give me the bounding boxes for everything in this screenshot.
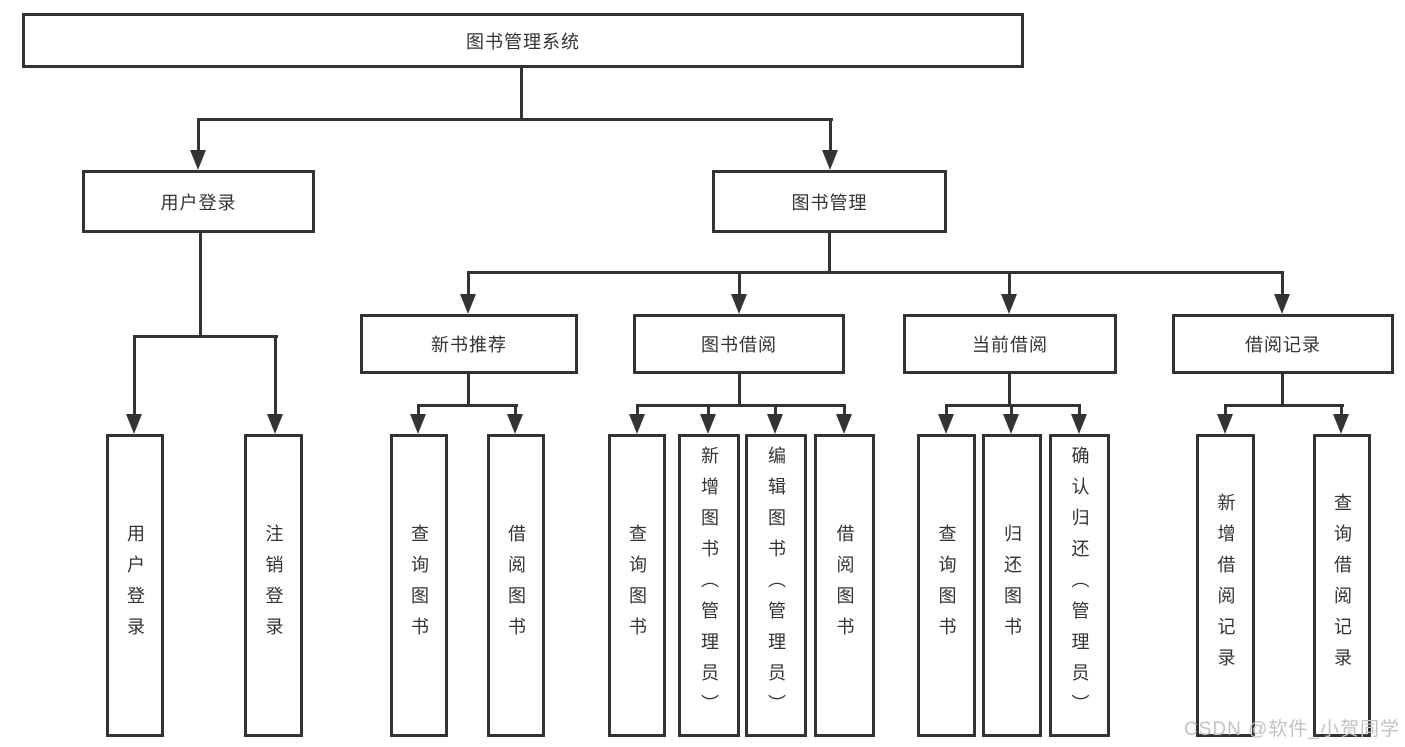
node-book-management-system: 图书管理系统 [22, 13, 1024, 68]
connector-vline [274, 335, 277, 416]
connector-hline [945, 404, 1081, 407]
arrowhead-down-icon [700, 414, 716, 434]
leaf-borrowing-query-books: 查询图书 [608, 434, 666, 737]
leaf-newbook-borrow-books: 借阅图书 [487, 434, 545, 737]
leaf-label: 归还图书 [1002, 523, 1022, 648]
leaf-newbook-query-books: 查询图书 [390, 434, 448, 737]
connector-vline [707, 404, 710, 417]
connector-vline [738, 374, 741, 407]
connector-vline [1340, 404, 1343, 417]
connector-vline [1008, 374, 1011, 407]
connector-hline [636, 404, 846, 407]
node-new-book-recommend: 新书推荐 [360, 314, 578, 374]
node-current-borrowing: 当前借阅 [903, 314, 1117, 374]
arrowhead-down-icon [1217, 414, 1233, 434]
leaf-add-borrow-record: 新增借阅记录 [1196, 434, 1255, 737]
connector-vline [1010, 404, 1013, 417]
connector-hline [133, 335, 278, 338]
connector-hline [467, 271, 1284, 274]
connector-vline [514, 404, 517, 417]
leaf-label: 新增借阅记录 [1215, 492, 1236, 679]
arrowhead-down-icon [1001, 294, 1017, 314]
leaf-add-books-admin: 新增图书（管理员） [678, 434, 740, 737]
node-label: 借阅记录 [1245, 335, 1321, 355]
node-book-borrowing: 图书借阅 [633, 314, 845, 374]
leaf-label: 新增图书（管理员） [699, 446, 719, 725]
connector-vline [774, 404, 777, 417]
leaf-user-login: 用户登录 [106, 434, 164, 737]
connector-vline [1224, 404, 1227, 417]
node-user-login: 用户登录 [82, 170, 315, 233]
leaf-label: 编辑图书（管理员） [766, 446, 786, 725]
node-label: 新书推荐 [431, 335, 507, 355]
leaf-query-borrow-record: 查询借阅记录 [1313, 434, 1371, 737]
connector-vline [199, 233, 202, 337]
leaf-label: 注销登录 [263, 523, 284, 648]
arrowhead-down-icon [836, 414, 852, 434]
arrowhead-down-icon [1003, 414, 1019, 434]
leaf-return-books: 归还图书 [982, 434, 1042, 737]
arrowhead-down-icon [1071, 414, 1087, 434]
leaf-edit-books-admin: 编辑图书（管理员） [745, 434, 807, 737]
leaf-label: 借阅图书 [834, 523, 855, 648]
leaf-logout: 注销登录 [244, 434, 303, 737]
leaf-borrowing-borrow-books: 借阅图书 [814, 434, 875, 737]
leaf-current-query-books: 查询图书 [917, 434, 976, 737]
connector-vline [467, 271, 470, 297]
connector-vline [1281, 271, 1284, 297]
connector-vline [1008, 271, 1011, 297]
arrowhead-down-icon [1333, 414, 1349, 434]
node-label: 用户登录 [160, 192, 237, 213]
connector-hline [1224, 404, 1344, 407]
leaf-label: 借阅图书 [506, 523, 526, 648]
arrowhead-down-icon [767, 414, 783, 434]
leaf-label: 查询图书 [409, 523, 429, 648]
connector-vline [520, 66, 523, 120]
arrowhead-down-icon [507, 414, 523, 434]
leaf-confirm-return-admin: 确认归还（管理员） [1049, 434, 1110, 737]
connector-vline [843, 404, 846, 417]
node-label: 图书管理 [791, 192, 868, 213]
connector-hline [197, 118, 833, 121]
node-label: 图书借阅 [701, 335, 777, 355]
leaf-label: 查询图书 [627, 523, 647, 648]
arrowhead-down-icon [822, 150, 838, 170]
connector-vline [636, 404, 639, 417]
connector-vline [1078, 404, 1081, 417]
csdn-watermark: CSDN @软件_小贺同学 [1184, 719, 1400, 740]
node-borrowing-records: 借阅记录 [1172, 314, 1394, 374]
connector-vline [1281, 374, 1284, 407]
arrowhead-down-icon [190, 150, 206, 170]
connector-vline [829, 118, 832, 153]
arrowhead-down-icon [410, 414, 426, 434]
arrowhead-down-icon [460, 294, 476, 314]
arrowhead-down-icon [1274, 294, 1290, 314]
connector-vline [197, 118, 200, 153]
connector-vline [738, 271, 741, 297]
arrowhead-down-icon [731, 294, 747, 314]
arrowhead-down-icon [126, 414, 142, 434]
leaf-label: 查询借阅记录 [1332, 492, 1352, 679]
connector-vline [828, 233, 831, 273]
leaf-label: 确认归还（管理员） [1069, 446, 1090, 725]
connector-hline [417, 404, 518, 407]
connector-vline [133, 335, 136, 416]
arrowhead-down-icon [267, 414, 283, 434]
arrowhead-down-icon [938, 414, 954, 434]
leaf-label: 用户登录 [125, 523, 145, 648]
node-label: 图书管理系统 [466, 31, 580, 52]
connector-vline [945, 404, 948, 417]
leaf-label: 查询图书 [936, 523, 957, 648]
node-label: 当前借阅 [972, 335, 1048, 355]
connector-vline [417, 404, 420, 417]
connector-vline [467, 374, 470, 407]
node-book-management: 图书管理 [712, 170, 947, 233]
arrowhead-down-icon [629, 414, 645, 434]
